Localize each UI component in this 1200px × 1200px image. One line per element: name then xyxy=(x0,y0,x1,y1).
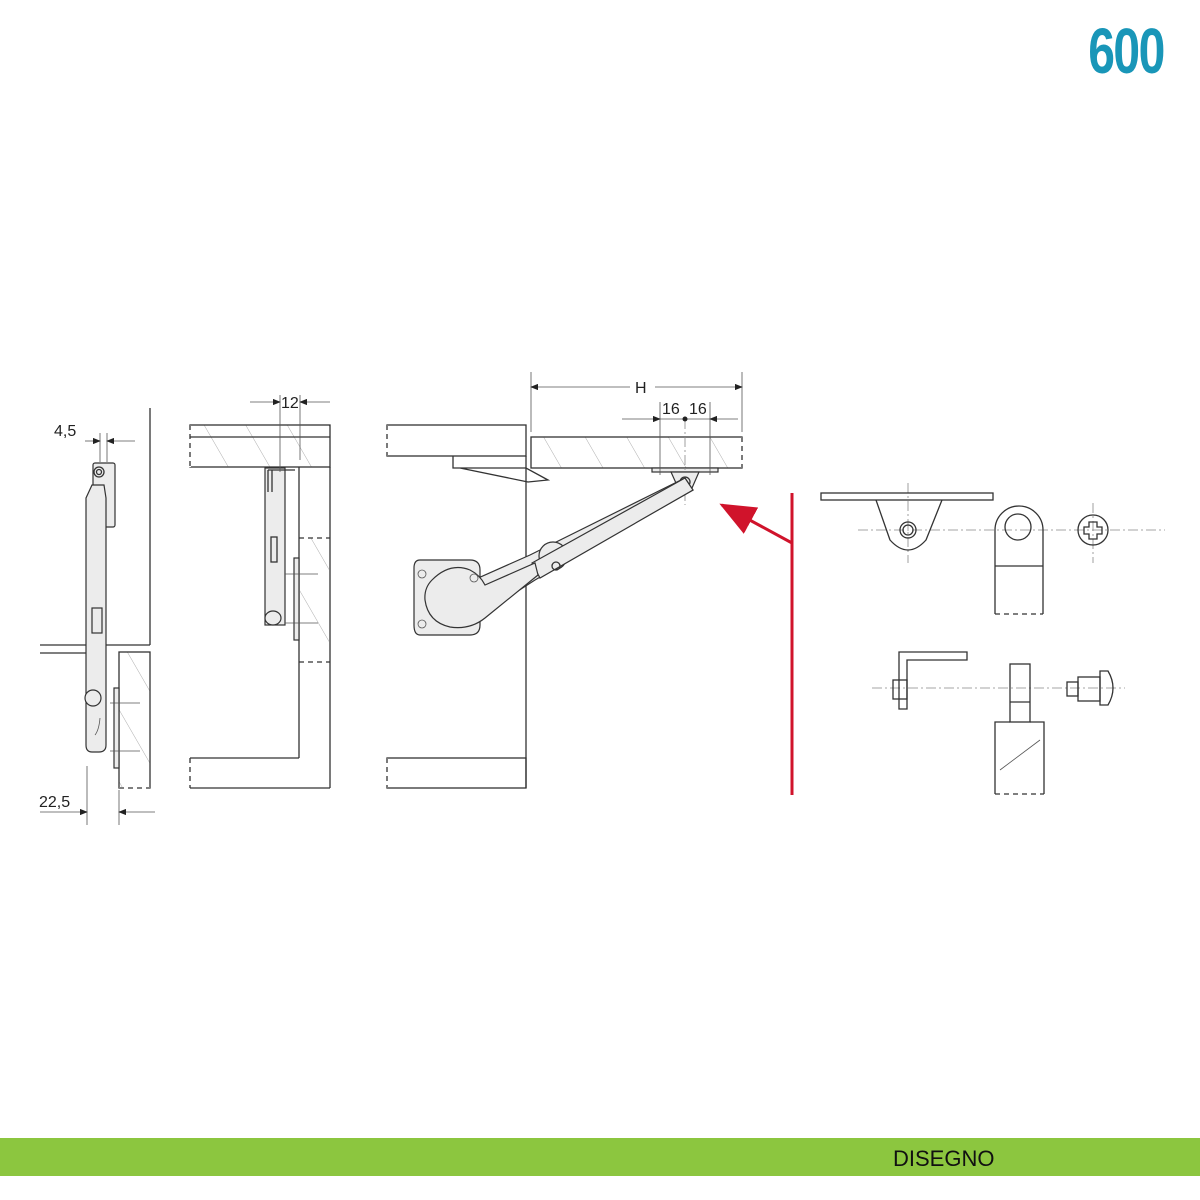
footer-label: DISEGNO xyxy=(893,1146,995,1171)
red-arrow-icon xyxy=(719,503,793,545)
dimension-16-right: 16 xyxy=(689,401,707,418)
detail-pointer xyxy=(719,493,794,795)
brand-logo: 600 xyxy=(1088,15,1165,87)
dimension-4-5: 4,5 xyxy=(54,423,76,440)
detail-views xyxy=(820,483,1165,795)
dimension-16-left: 16 xyxy=(662,401,680,418)
footer-bar: DISEGNO xyxy=(0,1138,1200,1176)
dimension-h: H xyxy=(635,380,647,397)
section-view: 12 xyxy=(189,395,331,789)
dimension-22-5: 22,5 xyxy=(39,794,70,811)
side-view: 4,5 22,5 xyxy=(39,408,155,825)
dimension-12: 12 xyxy=(281,395,299,412)
front-view: H 16 16 xyxy=(386,372,743,789)
